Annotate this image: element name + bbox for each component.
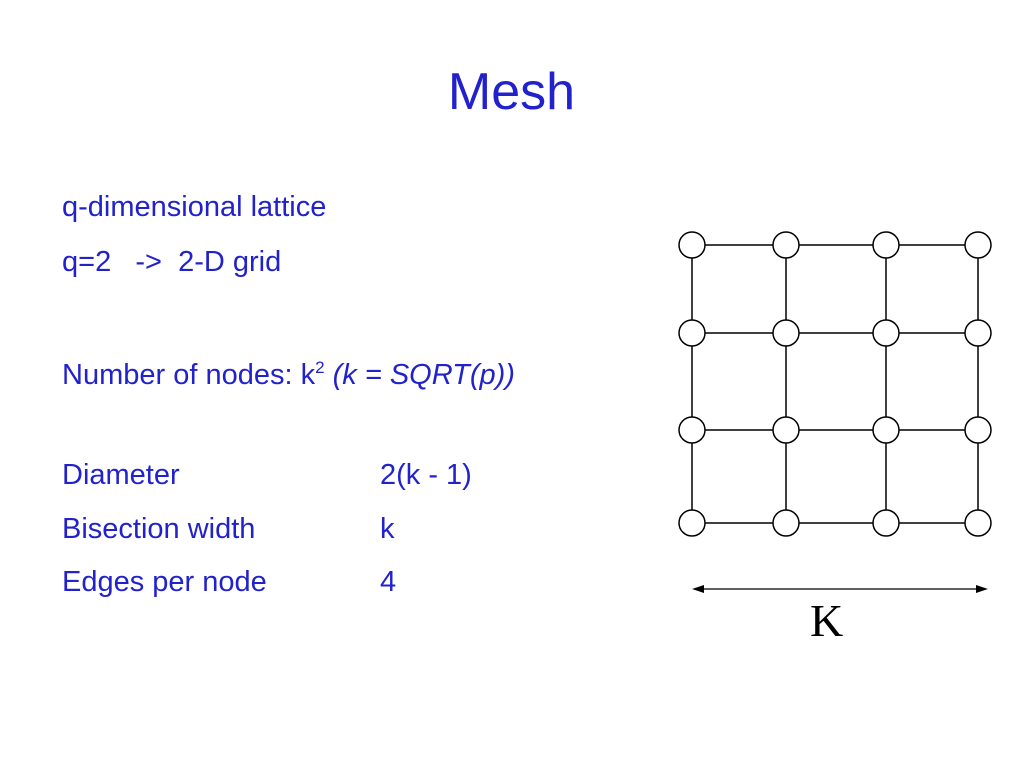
mesh-node xyxy=(678,509,706,537)
mesh-node xyxy=(772,509,800,537)
nodes-label: Number of nodes: k xyxy=(62,359,316,391)
lattice-text: q-dimensional lattice xyxy=(62,191,327,223)
property-value-edges: 4 xyxy=(380,566,397,598)
mesh-node xyxy=(678,416,706,444)
property-label-diameter: Diameter xyxy=(62,459,180,491)
mesh-node xyxy=(872,509,900,537)
nodes-formula: (k = SQRT(p)) xyxy=(332,359,515,391)
mesh-node xyxy=(678,231,706,259)
slide-title: Mesh xyxy=(447,63,576,121)
mesh-node xyxy=(772,231,800,259)
nodes-line: Number of nodes: k2 (k = SQRT(p)) xyxy=(62,351,515,392)
mesh-node xyxy=(872,319,900,347)
property-label-edges: Edges per node xyxy=(62,566,267,598)
nodes-superscript: 2 xyxy=(315,358,325,377)
mesh-node xyxy=(772,416,800,444)
mesh-node xyxy=(678,319,706,347)
property-label-bisection: Bisection width xyxy=(62,513,256,545)
mesh-node xyxy=(964,416,992,444)
mesh-node xyxy=(872,231,900,259)
mesh-node xyxy=(964,319,992,347)
property-value-diameter: 2(k - 1) xyxy=(380,459,472,491)
dimension-arrow-left-head xyxy=(692,585,704,593)
dimension-label: K xyxy=(810,595,844,646)
dimension-arrow-right-head xyxy=(976,585,988,593)
mesh-node xyxy=(772,319,800,347)
mesh-node xyxy=(964,231,992,259)
mesh-node xyxy=(964,509,992,537)
mesh-node xyxy=(872,416,900,444)
property-value-bisection: k xyxy=(380,513,395,545)
grid-text: q=2 -> 2-D grid xyxy=(62,246,282,278)
